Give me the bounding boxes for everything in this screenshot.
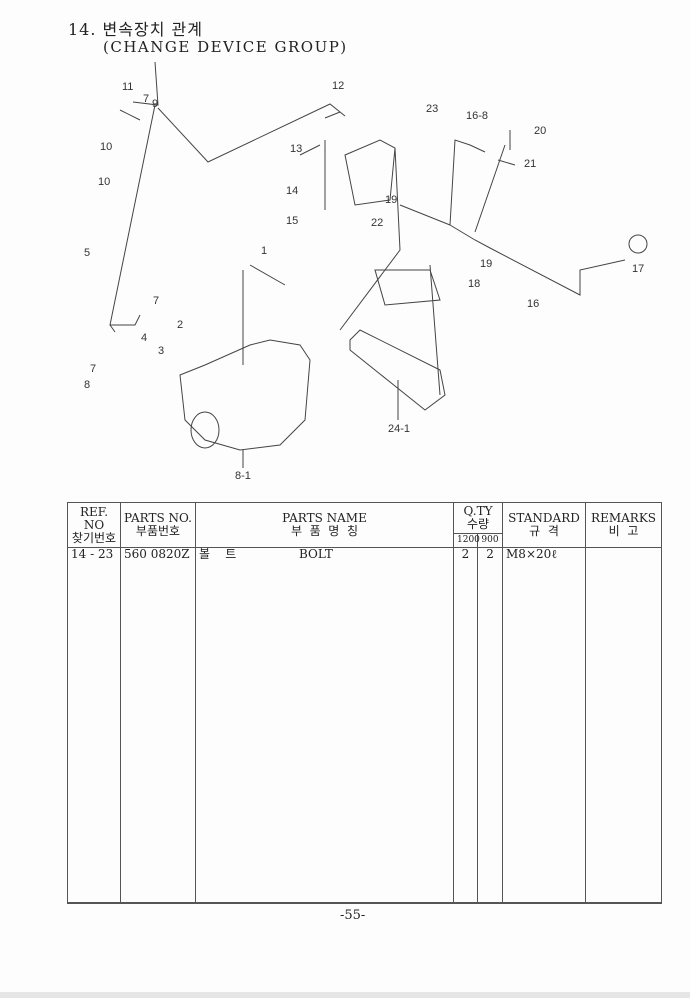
diagram-callouts: 11 7 9 10 10 5 7 4 3 2 7 8 1 8-1 12 23 1… <box>84 80 644 482</box>
callout-22: 22 <box>371 217 383 229</box>
header-standard-en: STANDARD <box>508 511 580 525</box>
callout-2: 2 <box>177 319 183 331</box>
callout-8: 8 <box>84 379 90 391</box>
cell-name-ko: 볼 트 <box>199 547 237 561</box>
header-qty-900: 900 <box>476 533 504 548</box>
callout-16-8: 16-8 <box>466 110 488 122</box>
page-number: -55- <box>340 908 366 923</box>
callout-18: 18 <box>468 278 480 290</box>
callout-4: 4 <box>141 332 147 344</box>
cell-parts-no: 560 0820Z <box>120 547 196 564</box>
header-ref-en: REF. NO <box>79 504 109 532</box>
header-parts-no: PARTS NO.부품번호 <box>120 502 196 548</box>
section-title-korean: 14. 변속장치 관계 <box>68 20 203 39</box>
callout-19: 19 <box>480 258 492 270</box>
cell-remarks <box>585 547 663 564</box>
cell-standard: M8×20ℓ <box>502 547 587 564</box>
header-parts-name-en: PARTS NAME <box>282 511 367 525</box>
table-empty-area <box>67 563 663 903</box>
header-parts-name-ko: 부 품 명 칭 <box>290 524 359 538</box>
callout-3: 3 <box>158 345 164 357</box>
callout-13: 13 <box>290 143 302 155</box>
cell-qty-1200: 2 <box>453 547 478 564</box>
callout-7: 7 <box>143 93 149 105</box>
callout-19: 19 <box>385 194 397 206</box>
callout-11: 11 <box>122 81 133 93</box>
callout-16: 16 <box>527 298 539 310</box>
cell-qty-900: 2 <box>476 547 504 564</box>
cell-name-en: BOLT <box>299 547 333 561</box>
callout-10: 10 <box>98 176 110 188</box>
header-parts-no-en: PARTS NO. <box>124 511 192 525</box>
callout-24-1: 24-1 <box>388 423 410 435</box>
callout-21: 21 <box>524 158 536 170</box>
callout-17: 17 <box>632 263 644 275</box>
diagram-lines <box>109 61 648 468</box>
section-title-english: (CHANGE DEVICE GROUP) <box>103 38 348 56</box>
exploded-parts-diagram: 11 7 9 10 10 5 7 4 3 2 7 8 1 8-1 12 23 1… <box>84 61 648 482</box>
callout-10: 10 <box>100 141 112 153</box>
header-qty-en: Q.TY <box>463 504 493 518</box>
header-ref-ko: 찾기번호 <box>71 530 117 545</box>
table-row: 14 - 23 560 0820Z 볼 트 BOLT 2 2 M8×20ℓ <box>67 547 663 564</box>
header-qty-ko: 수량 <box>466 517 490 531</box>
header-remarks-en: REMARKS <box>591 511 656 525</box>
cell-ref: 14 - 23 <box>67 547 121 564</box>
callout-14: 14 <box>286 185 298 197</box>
header-remarks-ko: 비 고 <box>608 524 639 538</box>
callout-12: 12 <box>332 80 344 92</box>
callout-7: 7 <box>153 295 159 307</box>
callout-8-1: 8-1 <box>235 470 251 482</box>
cell-parts-name: 볼 트 BOLT <box>195 547 454 564</box>
header-standard-ko: 규 격 <box>529 524 559 538</box>
callout-5: 5 <box>84 247 90 259</box>
callout-20: 20 <box>534 125 546 137</box>
callout-15: 15 <box>286 215 298 227</box>
scan-edge <box>0 992 690 998</box>
header-qty-1200: 1200 <box>453 533 480 548</box>
header-parts-no-ko: 부품번호 <box>135 524 181 538</box>
callout-7: 7 <box>90 363 96 375</box>
callout-1: 1 <box>261 245 267 257</box>
callout-9: 9 <box>152 98 158 110</box>
callout-23: 23 <box>426 103 438 115</box>
